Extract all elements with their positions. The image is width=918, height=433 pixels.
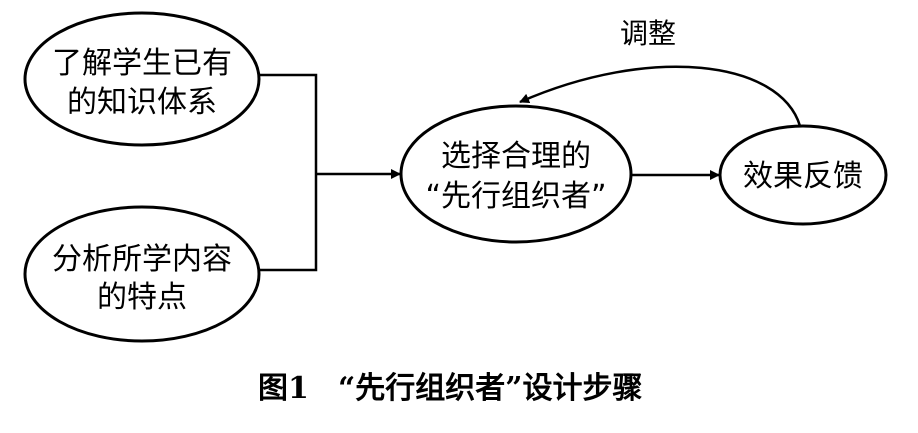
figure-caption-number: 图1 bbox=[258, 371, 309, 406]
node-student-knowledge-line2: 的知识体系 bbox=[67, 85, 217, 120]
node-student-knowledge-shape bbox=[23, 11, 261, 147]
node-effect-feedback-label: 效果反馈 bbox=[743, 159, 863, 194]
node-content-analysis: 分析所学内容 的特点 bbox=[23, 205, 261, 343]
node-student-knowledge: 了解学生已有 的知识体系 bbox=[23, 11, 261, 147]
adjust-loop-label: 调整 bbox=[620, 17, 676, 50]
arrow-adjust-loop bbox=[519, 65, 802, 127]
node-choose-organizer-shape bbox=[399, 104, 633, 244]
figure-caption: 图1 “先行组织者”设计步骤 bbox=[258, 371, 643, 406]
node-choose-organizer-line1: 选择合理的 bbox=[441, 139, 591, 174]
node-content-analysis-line2: 的特点 bbox=[97, 280, 187, 315]
node-content-analysis-line1: 分析所学内容 bbox=[52, 242, 232, 277]
figure-caption-text: “先行组织者”设计步骤 bbox=[338, 371, 643, 406]
merge-bracket-connector bbox=[259, 73, 318, 272]
node-choose-organizer-line2: “先行组织者” bbox=[425, 179, 606, 214]
node-choose-organizer: 选择合理的 “先行组织者” bbox=[399, 104, 633, 244]
node-content-analysis-shape bbox=[23, 205, 261, 343]
node-effect-feedback-shape bbox=[718, 124, 888, 226]
node-effect-feedback: 效果反馈 bbox=[718, 124, 888, 226]
node-student-knowledge-line1: 了解学生已有 bbox=[52, 46, 232, 81]
